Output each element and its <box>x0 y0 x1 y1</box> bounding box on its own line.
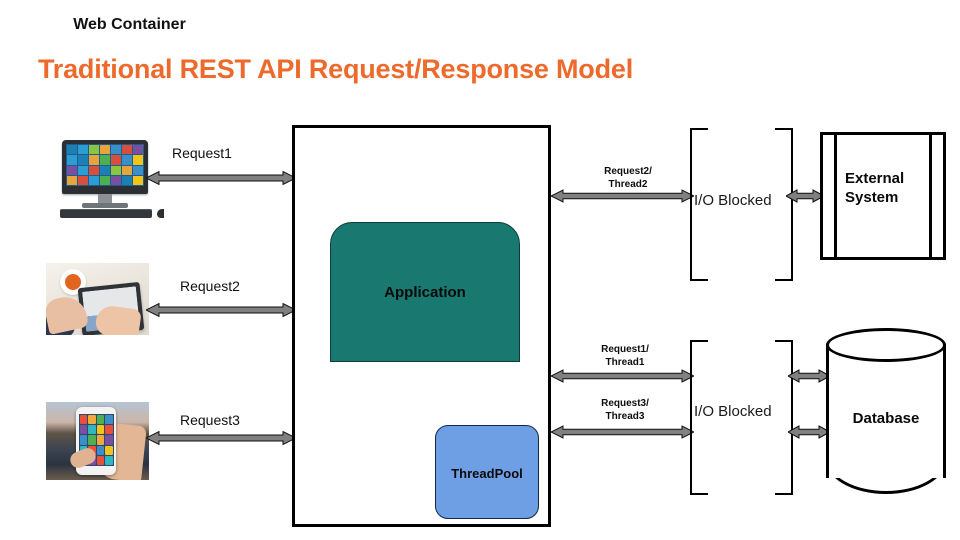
threadpool-box <box>435 425 539 519</box>
request3-arrow <box>146 430 296 446</box>
io-bracket-bottom-right <box>775 340 793 495</box>
io-blocked-label-bottom: I/O Blocked <box>694 403 772 420</box>
request2-label: Request2 <box>180 278 240 294</box>
desktop-computer-icon <box>52 140 164 220</box>
flow-label-request1-thread1: Request1/ Thread1 <box>601 344 649 368</box>
database-label: Database <box>852 410 920 427</box>
threadpool-label: ThreadPool <box>451 466 523 481</box>
request2-thread2-arrow <box>551 188 694 204</box>
io-bracket-top-right <box>775 128 793 281</box>
application-label: Application <box>384 284 466 301</box>
database-cylinder <box>826 328 946 494</box>
external-system-label: External System <box>845 170 905 206</box>
flow-label-request2-thread2: Request2/ Thread2 <box>604 166 652 190</box>
io-bracket-top-left <box>690 128 708 281</box>
page-title: Traditional REST API Request/Response Mo… <box>38 54 633 84</box>
io-blocked-label-top: I/O Blocked <box>694 192 772 209</box>
external-system-arrow <box>786 188 824 204</box>
request3-thread3-arrow <box>551 424 694 440</box>
tablet-user-photo-icon <box>46 263 149 335</box>
mouse-icon <box>157 209 164 218</box>
request1-thread1-arrow <box>551 368 694 384</box>
database-arrow-upper <box>788 368 830 384</box>
web-container-title: Web Container <box>73 16 186 33</box>
flow-label-request3-thread3: Request3/ Thread3 <box>601 398 649 422</box>
external-system-node <box>820 132 946 260</box>
smartphone-in-hand-photo-icon <box>46 402 149 480</box>
request1-arrow <box>146 170 296 186</box>
io-bracket-bottom-left <box>690 340 708 495</box>
request3-label: Request3 <box>180 412 240 428</box>
database-arrow-lower <box>788 424 830 440</box>
request1-label: Request1 <box>172 145 232 161</box>
request2-arrow <box>146 302 296 318</box>
application-box <box>330 222 520 362</box>
